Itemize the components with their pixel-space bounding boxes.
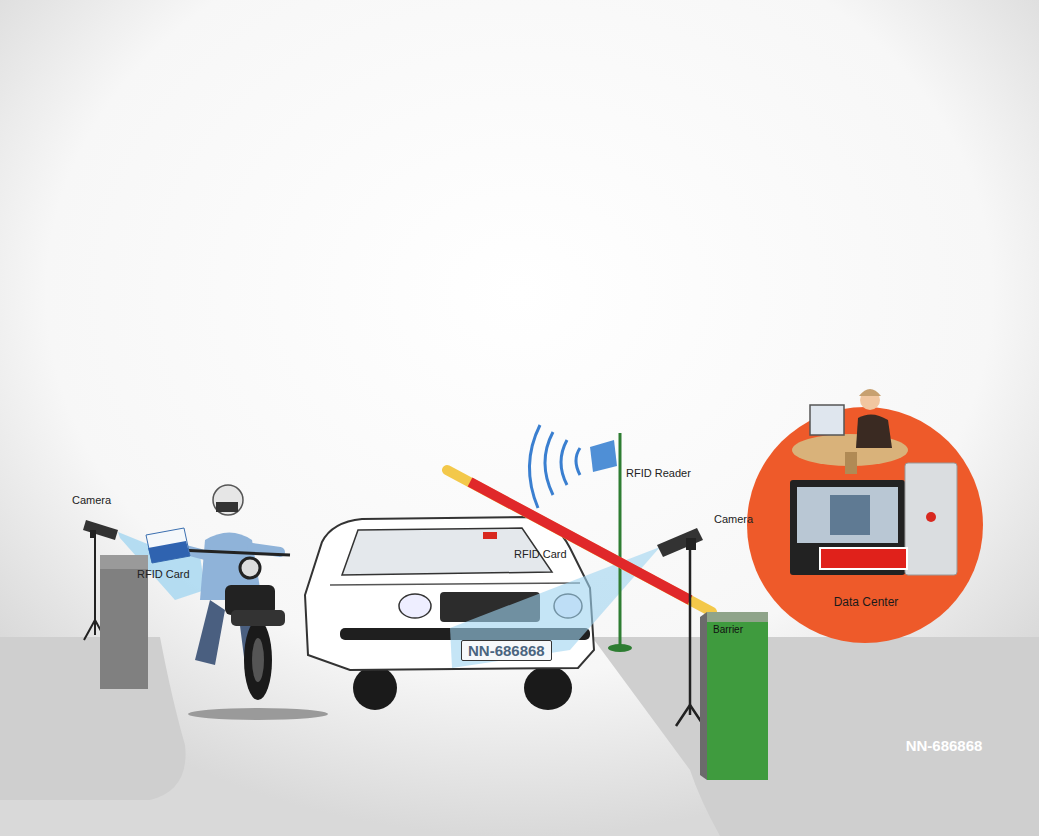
wave [529,425,540,508]
node-text: Data Center [834,595,899,609]
monitor-screen [797,487,898,543]
data-center-node: Data Center NN-686868 [747,407,983,643]
pole-base [608,644,632,652]
wave [545,432,553,495]
cabinet-side [700,612,707,780]
rfid-card-icon [146,528,190,563]
operator-monitor [810,405,844,435]
visor [216,502,238,512]
handlebar [178,550,290,555]
tripod [689,548,692,715]
operator-head [860,390,880,410]
pc-tower [905,463,957,575]
desk-leg [845,452,857,474]
fender [231,610,285,626]
motorbike-rider [178,485,290,700]
camera-mount [686,538,696,550]
rfid-card-stripe [148,541,190,563]
wave [561,440,567,485]
operator-body [856,414,892,448]
camera-body [657,528,703,557]
car-wheel [353,666,397,710]
screen-window [830,495,870,535]
arm [447,470,712,612]
hood-line [330,583,580,585]
camera-mount [90,530,96,538]
node-text: Barrier [713,624,762,635]
tripod-legs [676,705,704,726]
part-label: Camera [714,513,753,525]
data-center-circle [747,407,983,643]
headlight [240,558,260,578]
right-sidewalk [592,637,1039,836]
helmet [213,485,243,515]
node-text: NN-686868 [906,737,983,754]
barrier-arm [447,470,712,612]
wave [576,448,580,475]
arm-stripe [470,482,690,600]
reader-pole [619,433,622,645]
front-wheel [244,620,272,700]
part-label: RFID Card [514,548,567,560]
camera-body [83,520,118,540]
left-sidewalk [0,637,186,800]
right-camera [657,528,704,726]
barrier-cabinet: Barrier [707,612,768,780]
ticket-post-top [100,555,148,569]
car-wheel [524,666,572,710]
part-label: RFID Card [137,568,190,580]
power-light [926,512,936,522]
reader-panel [590,440,617,472]
node-text: NN-686868 [468,642,545,659]
data-center-art [747,389,983,643]
plate-readout: NN-686868 [819,547,908,570]
bike-shadow [188,708,328,720]
part-label: RFID Reader [626,467,691,479]
wheel-hub [252,638,264,682]
operator-cap [859,389,881,396]
license-plate: NN-686868 [461,640,552,661]
part-label: Camera [72,494,111,506]
headlight [399,594,431,618]
rfid-tag [483,532,497,539]
